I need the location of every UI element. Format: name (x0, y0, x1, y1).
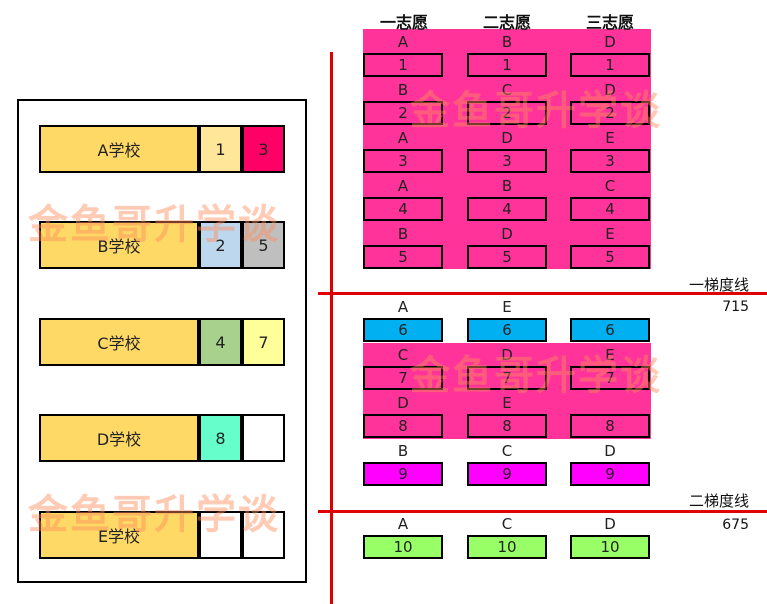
student-rank-box: 7 (570, 366, 650, 390)
student-rank-box: 5 (363, 245, 443, 269)
student-rank-box: 2 (467, 101, 547, 125)
student-rank-box: 6 (467, 318, 547, 342)
choice-letter (570, 394, 650, 412)
choice-letter: B (397, 81, 409, 99)
choice-letter: B (397, 442, 409, 460)
school-slot (199, 511, 242, 559)
cutoff-label-2: 二梯度线 (688, 492, 749, 510)
choice-letter: C (501, 81, 513, 99)
choice-letter: D (604, 515, 616, 533)
student-rank-box: 9 (570, 462, 650, 486)
choice-letter: A (397, 33, 409, 51)
choice-letter: A (397, 129, 409, 147)
student-rank-box: 8 (467, 414, 547, 438)
header-choice-1: 一志愿 (379, 13, 428, 32)
school-slot (242, 414, 285, 462)
school-slot: 2 (199, 221, 242, 269)
choice-letter: D (604, 442, 616, 460)
student-rank-box: 4 (363, 197, 443, 221)
cutoff-score-1: 715 (722, 299, 749, 315)
choice-letter: A (397, 515, 409, 533)
choice-letter: D (501, 346, 513, 364)
choice-letter: A (397, 177, 409, 195)
cutoff-line-2 (318, 510, 767, 513)
student-rank-box: 3 (570, 149, 650, 173)
header-choice-2: 二志愿 (482, 13, 531, 32)
cutoff-score-2: 675 (722, 517, 749, 533)
student-rank-box: 7 (363, 366, 443, 390)
school-slot (242, 511, 285, 559)
choice-letter: A (397, 298, 409, 316)
choice-letter: C (501, 442, 513, 460)
student-rank-box: 6 (363, 318, 443, 342)
school-row: E学校 (39, 511, 285, 559)
school-slot: 7 (242, 318, 285, 366)
choice-letter: E (605, 225, 615, 243)
choice-letter: E (502, 298, 512, 316)
student-rank-box: 7 (467, 366, 547, 390)
student-rank-box: 4 (467, 197, 547, 221)
student-rank-box: 5 (467, 245, 547, 269)
student-rank-box: 8 (570, 414, 650, 438)
choice-letter: E (605, 346, 615, 364)
choice-letter: E (605, 129, 615, 147)
student-rank-box: 4 (570, 197, 650, 221)
student-rank-box: 2 (363, 101, 443, 125)
choice-letter: D (501, 225, 513, 243)
choice-letter: B (397, 225, 409, 243)
student-rank-box: 1 (570, 53, 650, 77)
choice-letter: D (501, 129, 513, 147)
choice-letter: E (502, 394, 512, 412)
school-slot: 8 (199, 414, 242, 462)
school-slot: 3 (242, 125, 285, 173)
cutoff-label-1: 一梯度线 (688, 276, 749, 294)
school-name: D学校 (39, 414, 199, 462)
student-rank-box: 10 (363, 535, 443, 559)
school-name: C学校 (39, 318, 199, 366)
student-rank-box: 5 (570, 245, 650, 269)
student-rank-box: 2 (570, 101, 650, 125)
school-name: B学校 (39, 221, 199, 269)
school-slot: 1 (199, 125, 242, 173)
divider-vertical (330, 52, 333, 604)
school-slot: 5 (242, 221, 285, 269)
choice-letter: B (501, 33, 513, 51)
student-rank-box: 1 (363, 53, 443, 77)
school-panel (17, 99, 307, 583)
choice-letter: D (604, 81, 616, 99)
choice-letter (570, 298, 650, 316)
student-rank-box: 1 (467, 53, 547, 77)
student-rank-box: 3 (467, 149, 547, 173)
student-rank-box: 9 (363, 462, 443, 486)
choice-letter: C (604, 177, 616, 195)
school-slot: 4 (199, 318, 242, 366)
school-name: E学校 (39, 511, 199, 559)
school-name: A学校 (39, 125, 199, 173)
student-rank-box: 9 (467, 462, 547, 486)
choice-letter: B (501, 177, 513, 195)
choice-letter: C (501, 515, 513, 533)
choice-letter: D (397, 394, 409, 412)
cutoff-line-1 (318, 292, 767, 295)
choice-letter: D (604, 33, 616, 51)
choice-letter: C (397, 346, 409, 364)
student-rank-box: 10 (467, 535, 547, 559)
student-rank-box: 3 (363, 149, 443, 173)
header-choice-3: 三志愿 (585, 13, 634, 32)
student-rank-box: 6 (570, 318, 650, 342)
student-rank-box: 10 (570, 535, 650, 559)
student-rank-box: 8 (363, 414, 443, 438)
